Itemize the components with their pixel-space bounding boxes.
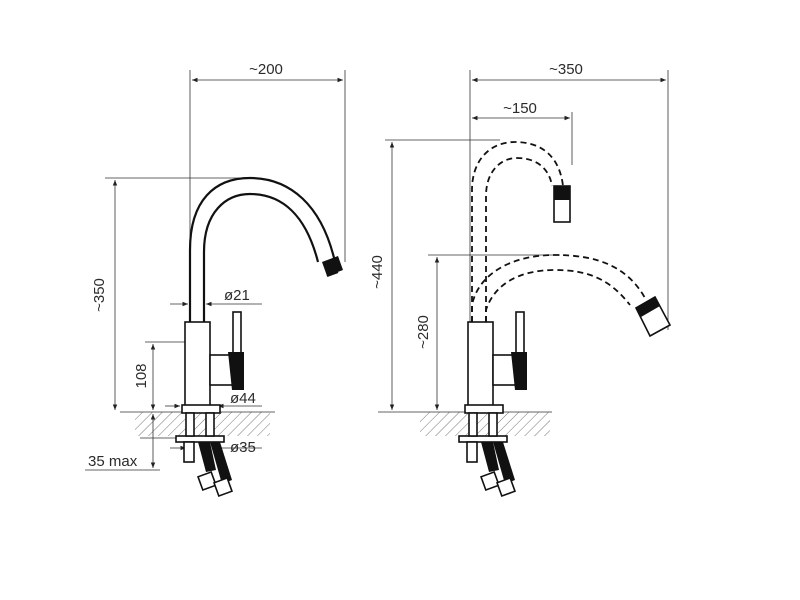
spout-left [188,176,337,322]
spout-nozzle-left [322,256,343,276]
spout-position-swung [471,254,646,322]
faucet-body-right [467,321,494,411]
dim-left-height: ~350 [91,278,108,312]
left-view: ~200 ~350 108 35 max ø21 ø44 [85,61,346,497]
dim-right-height-low: ~280 [415,315,432,349]
countertop-left [135,412,270,436]
dim-spout-diameter: ø21 [224,287,250,304]
spout-position-upright [471,141,564,322]
dim-left-width: ~200 [249,61,283,78]
faucet-body-left [184,321,211,411]
dim-max-thickness: 35 max [88,453,138,470]
dim-right-inner-width: ~150 [503,100,537,117]
dim-base-diameter: ø44 [230,390,256,407]
dim-hole-diameter: ø35 [230,439,256,456]
dim-body-height: 108 [133,363,150,388]
right-view: ~350 ~150 ~440 ~280 [369,61,672,497]
dim-right-width: ~350 [549,61,583,78]
countertop-right [420,412,550,436]
dim-right-height-max: ~440 [369,255,386,289]
